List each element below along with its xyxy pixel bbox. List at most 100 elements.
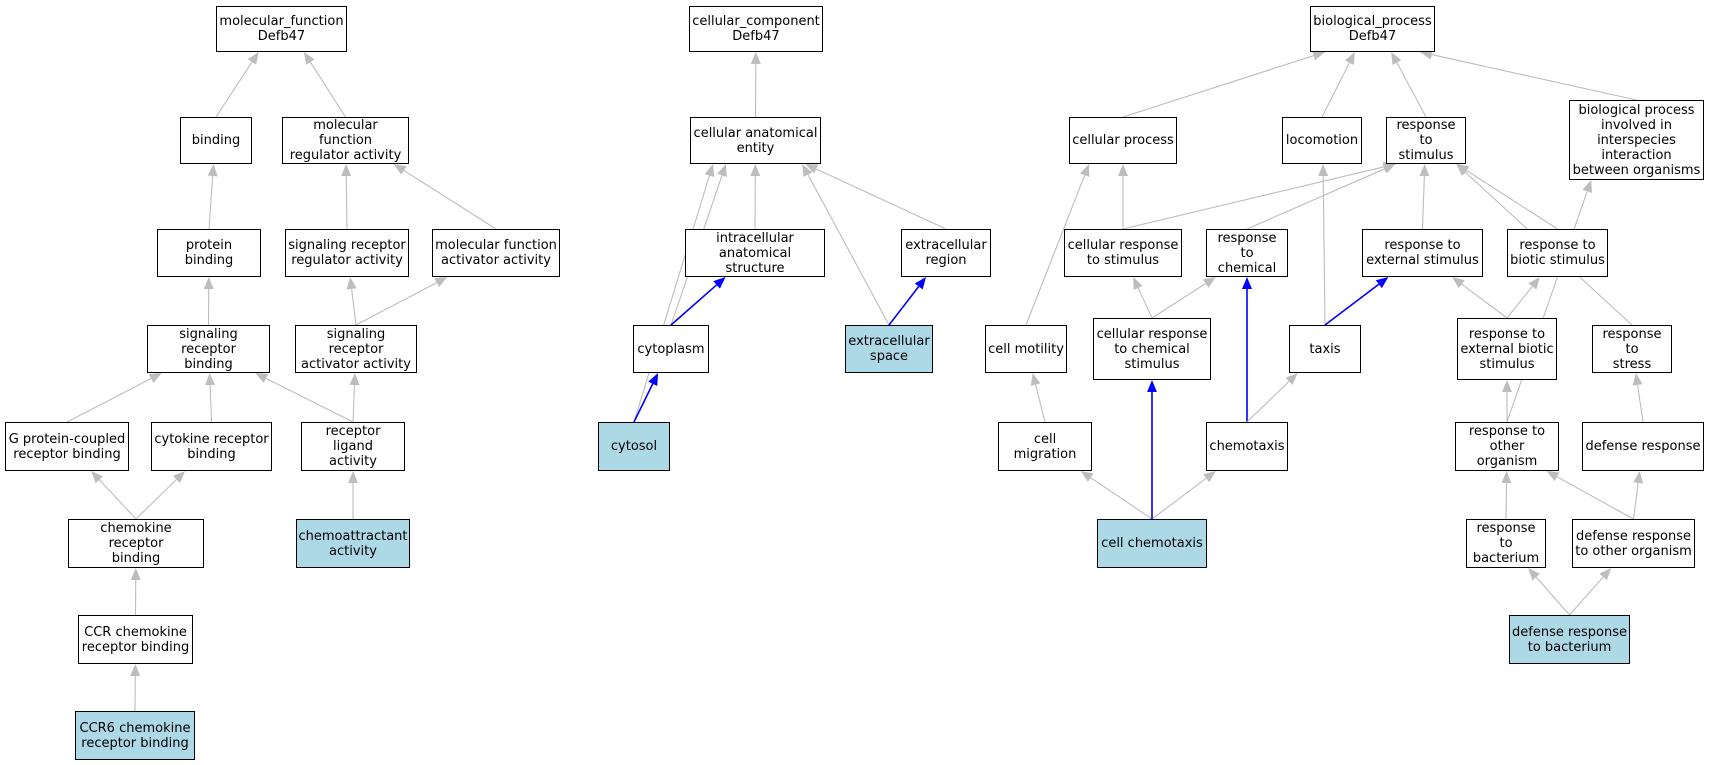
arrowhead-taxis-to-locomotion	[1318, 164, 1329, 177]
node-molecular-function-root: molecular_function Defb47	[216, 6, 347, 52]
arrowhead-gpcr_binding-to-sig_rec_binding	[148, 373, 162, 383]
node-gpcr-binding: G protein-coupled receptor binding	[5, 422, 129, 471]
arrowhead-cae-to-cc_root	[750, 52, 761, 65]
node-signaling-receptor-regulator-activity: signaling receptor regulator activity	[285, 229, 409, 277]
edge-chemokine_rec_binding-to-gpcr_binding	[98, 479, 137, 520]
node-biological-process-interspecies-interaction: biological process involved in interspec…	[1569, 100, 1704, 180]
arrowhead-resp_ext_biotic-to-resp_biotic	[1528, 277, 1540, 290]
arrowhead-resp_bacterium-to-resp_other_org	[1501, 471, 1512, 484]
edge-resp_external-to-response_stimulus	[1421, 175, 1425, 230]
arrowhead-cell_migration-to-cell_motility	[1030, 373, 1041, 386]
arrowhead-bp_interspecies-to-bp_root	[1420, 49, 1433, 60]
node-cell-chemotaxis: cell chemotaxis	[1097, 519, 1207, 568]
node-response-to-external-biotic-stimulus: response to external biotic stimulus	[1457, 318, 1557, 380]
arrowhead-mf_activator-to-mf_regulator	[393, 164, 407, 175]
edge-cell_resp_chemical-to-cell_resp_stimulus	[1137, 287, 1153, 319]
edge-extracellular_region-to-cae	[815, 168, 947, 230]
node-binding: binding	[180, 117, 252, 164]
arrowhead-defense_response-to-resp_stress	[1632, 373, 1643, 386]
arrowhead-chemotaxis-to-taxis	[1285, 373, 1298, 385]
node-cellular-component-root: cellular_component Defb47	[689, 6, 823, 52]
edge-cellular_process-to-bp_root	[1122, 55, 1314, 118]
node-cellular-process: cellular process	[1069, 117, 1177, 164]
edge-taxis-to-locomotion	[1322, 175, 1326, 326]
arrowhead-defense_bacterium-to-defense_other_org	[1599, 568, 1612, 581]
node-ccr-chemokine-receptor-binding: CCR chemokine receptor binding	[78, 615, 193, 664]
arrowhead-cytosol-to-cytoplasm	[648, 373, 659, 386]
edge-sig_rec_activator-to-sig_rec_regulator	[351, 288, 357, 326]
node-cell-migration: cell migration	[998, 422, 1092, 471]
edge-cytoplasm-to-intracellular	[670, 284, 718, 326]
arrowhead-defense_other_org-to-defense_response	[1633, 471, 1644, 484]
node-chemotaxis: chemotaxis	[1206, 422, 1288, 471]
arrowhead-cell_chemotaxis-to-cell_resp_chemical	[1147, 380, 1157, 392]
arrowhead-mf_regulator-to-mf_root	[303, 52, 315, 65]
edge-cell_resp_chemical-to-resp_chemical	[1151, 283, 1207, 319]
node-cytosol: cytosol	[598, 422, 670, 471]
arrowhead-cell_motility-to-cellular_process	[1080, 164, 1090, 177]
node-cell-motility: cell motility	[985, 325, 1067, 373]
edge-mf_regulator-to-mf_root	[309, 61, 346, 118]
node-response-to-bacterium: response to bacterium	[1466, 519, 1546, 568]
arrowhead-ccr_binding-to-chemokine_rec_binding	[130, 568, 141, 581]
edge-mf_activator-to-mf_regulator	[403, 169, 497, 230]
edge-chemokine_rec_binding-to-cytokine_rec_binding	[135, 478, 177, 520]
arrowhead-cell_chemotaxis-to-chemotaxis	[1203, 471, 1216, 483]
edge-bp_interspecies-to-bp_root	[1431, 54, 1637, 101]
edge-cell_migration-to-cell_motility	[1035, 384, 1046, 423]
arrowhead-cell_resp_chemical-to-cell_resp_stimulus	[1133, 277, 1143, 290]
edge-defense_other_org-to-defense_response	[1632, 482, 1639, 520]
arrowhead-taxis-to-resp_external	[1375, 277, 1389, 289]
arrowhead-sig_rec_activator-to-mf_activator	[434, 277, 448, 288]
node-response-to-stimulus: response to stimulus	[1386, 117, 1466, 164]
edge-response_stimulus-to-bp_root	[1396, 62, 1427, 118]
arrowhead-cytokine_rec_binding-to-sig_rec_binding	[205, 373, 216, 386]
arrowhead-sig_rec_binding-to-protein_binding	[203, 277, 214, 290]
edge-cell_motility-to-cellular_process	[1025, 174, 1086, 326]
arrowhead-ccr6_binding-to-ccr_binding	[130, 664, 141, 677]
edge-extracellular_space-to-cae	[807, 174, 890, 326]
edge-protein_binding-to-binding	[208, 175, 214, 230]
edge-defense_other_org-to-resp_other_org	[1556, 476, 1634, 520]
node-extracellular-space: extracellular space	[845, 325, 933, 373]
edge-gpcr_binding-to-sig_rec_binding	[66, 378, 152, 423]
arrowhead-cell_resp_chemical-to-resp_chemical	[1203, 277, 1216, 288]
node-response-to-chemical: response to chemical	[1206, 229, 1288, 277]
arrowhead-receptor_ligand-to-sig_rec_activator	[349, 373, 360, 386]
arrowhead-intracellular-to-cae	[750, 164, 761, 177]
edge-defense_response-to-resp_stress	[1637, 384, 1644, 423]
edge-taxis-to-resp_external	[1324, 283, 1380, 326]
arrowhead-cytoplasm-to-intracellular	[713, 277, 726, 289]
node-signaling-receptor-activator-activity: signaling receptor activator activity	[295, 325, 417, 373]
edge-cytokine_rec_binding-to-sig_rec_binding	[209, 384, 213, 423]
arrowhead-resp_external-to-response_stimulus	[1419, 164, 1430, 177]
node-taxis: taxis	[1289, 325, 1361, 373]
edge-cytosol-to-cytoplasm	[633, 383, 654, 423]
arrowhead-binding-to-mf_root	[247, 52, 259, 65]
node-ccr6-chemokine-receptor-binding: CCR6 chemokine receptor binding	[75, 711, 195, 760]
node-locomotion: locomotion	[1282, 117, 1362, 164]
arrowhead-sig_rec_activator-to-sig_rec_regulator	[346, 277, 357, 290]
arrowhead-locomotion-to-bp_root	[1344, 52, 1355, 65]
node-response-to-stress: response to stress	[1592, 325, 1672, 373]
arrowhead-resp_stress-to-response_stimulus	[1456, 164, 1469, 176]
node-cellular-response-to-stimulus: cellular response to stimulus	[1064, 229, 1182, 277]
node-response-to-biotic-stimulus: response to biotic stimulus	[1507, 229, 1608, 277]
arrowhead-resp_other_org-to-resp_ext_biotic	[1502, 380, 1512, 392]
arrowhead-extracellular_region-to-cae	[805, 164, 819, 174]
arrowhead-extracellular_space-to-cae	[802, 164, 813, 177]
node-molecular-function-regulator-activity: molecular function regulator activity	[282, 117, 409, 164]
node-protein-binding: protein binding	[157, 229, 261, 277]
edge-receptor_ligand-to-sig_rec_binding	[265, 377, 354, 423]
arrowhead-receptor_ligand-to-sig_rec_binding	[255, 373, 269, 383]
node-response-to-other-organism: response to other organism	[1455, 422, 1559, 471]
node-chemokine-receptor-binding: chemokine receptor binding	[68, 519, 204, 568]
node-biological-process-root: biological_process Defb47	[1310, 6, 1435, 52]
arrowhead-cellular_process-to-bp_root	[1312, 50, 1325, 61]
edge-resp_biotic-to-response_stimulus	[1466, 170, 1558, 230]
node-defense-response-to-bacterium: defense response to bacterium	[1509, 615, 1630, 664]
node-signaling-receptor-binding: signaling receptor binding	[147, 325, 270, 373]
node-molecular-function-activator-activity: molecular function activator activity	[432, 229, 560, 277]
